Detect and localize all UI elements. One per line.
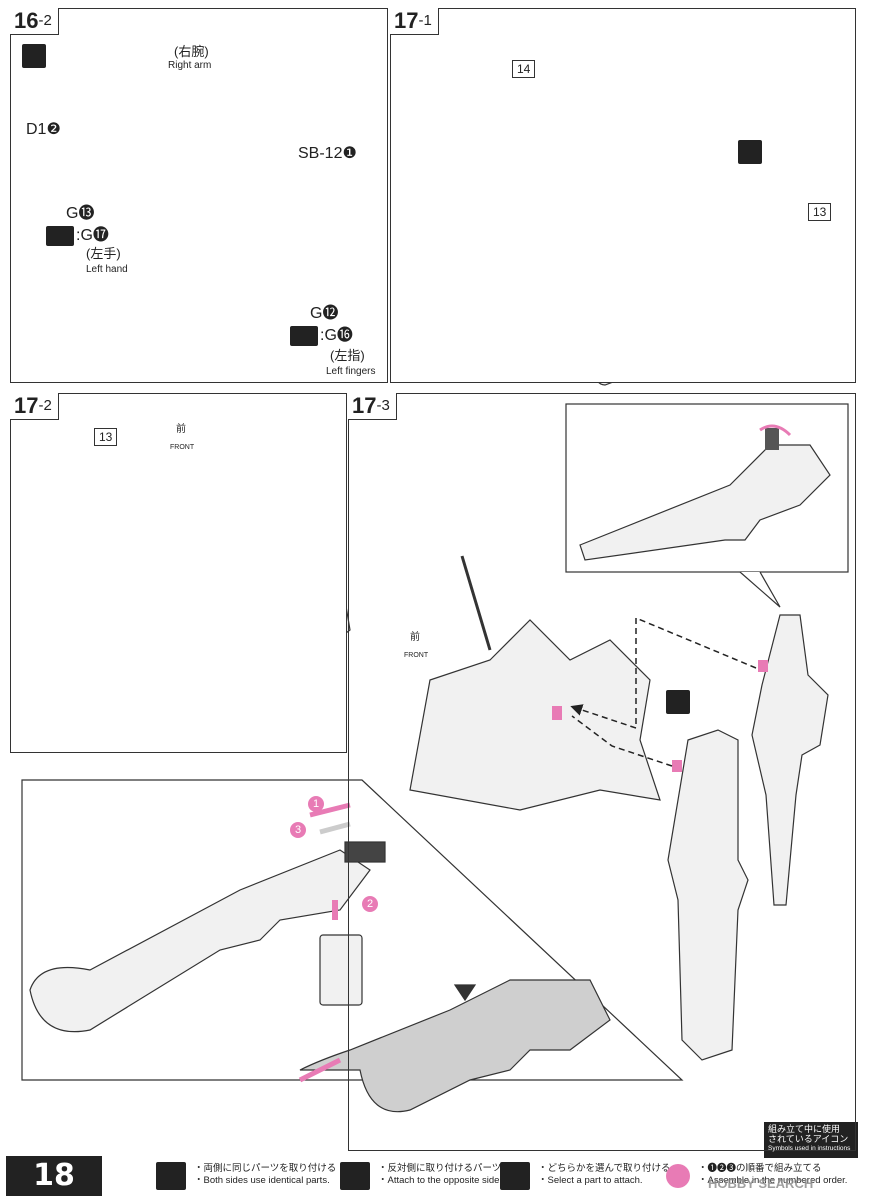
right-arm-jp: (右腕): [174, 44, 209, 59]
opposite-side-icon-legend: [340, 1162, 370, 1190]
panel-17-3: 17-3: [348, 393, 856, 1151]
step-label-17-3: 17-3: [348, 393, 397, 420]
step-sub: -2: [38, 12, 52, 29]
left-fingers-jp: (左指): [330, 348, 365, 363]
legend-text: ・反対側に取り付けるパーツ ・Attach to the opposite si…: [378, 1163, 502, 1187]
part-13-label: 13: [808, 203, 832, 221]
inset-bazooka: [29, 849, 371, 1033]
front-jp: 前: [176, 424, 186, 435]
bottom-inset-art: [21, 779, 684, 1113]
numbered-order-icon: [666, 1164, 690, 1188]
legend-en: ・Both sides use identical parts.: [194, 1175, 330, 1186]
g13-label: G⓭: [66, 205, 95, 222]
front-jp-2: 前: [410, 632, 420, 643]
right-arm-en: Right arm: [168, 60, 212, 71]
step-sub: -2: [38, 397, 52, 414]
opposite-side-icon: [46, 226, 74, 246]
front-en: FRONT: [170, 444, 195, 451]
left-hand-jp: (左手): [86, 246, 121, 261]
panel-16-2: 16-2: [10, 8, 388, 383]
bazooka-vertical-3: [667, 729, 749, 1061]
legend-jp: ・反対側に取り付けるパーツ: [378, 1163, 502, 1174]
step-badge-1: 1: [308, 796, 324, 812]
panel-17-3-art: [409, 403, 849, 1061]
legend-en: ・Select a part to attach.: [538, 1175, 643, 1186]
step-label-16-2: 16-2: [10, 8, 59, 35]
step-number: 17: [394, 8, 419, 33]
g12-label: G⓬: [310, 305, 339, 322]
panel-17-2: 17-2: [10, 393, 347, 753]
page-number: 18: [6, 1156, 102, 1196]
legend-en: ・Assemble in the numbered order.: [698, 1175, 848, 1186]
icons-box-title-en: Symbols used in instructions: [768, 1145, 851, 1152]
opposite-side-icon-2: [290, 326, 318, 346]
icons-box-title-2: されているアイコン: [768, 1134, 849, 1144]
inset-block: [319, 934, 363, 1006]
step-number: 16: [14, 8, 39, 33]
step-sub: -1: [418, 12, 432, 29]
step-label-17-1: 17-1: [390, 8, 439, 35]
select-part-icon-2: [666, 690, 690, 714]
d1-label: D1❷: [26, 121, 61, 138]
select-part-icon-legend: [500, 1162, 530, 1190]
bazooka-vertical-2: [751, 614, 829, 906]
select-part-icon: [738, 140, 762, 164]
legend-text: ・どちらかを選んで取り付ける ・Select a part to attach.: [538, 1163, 671, 1187]
panel-17-3-guides: [570, 616, 757, 767]
legend-text: ・両側に同じパーツを取り付ける ・Both sides use identica…: [194, 1163, 336, 1187]
icons-box-title-1: 組み立て中に使用: [768, 1124, 841, 1134]
g17-label: :G⓱: [76, 227, 109, 244]
front-en-2: FRONT: [404, 652, 429, 659]
step-sub: -3: [376, 397, 390, 414]
step-label-17-2: 17-2: [10, 393, 59, 420]
step-badge-2: 2: [362, 896, 378, 912]
icons-box: [764, 1122, 858, 1158]
sb12-label: SB-12❶: [298, 145, 357, 162]
both-sides-icon: [22, 44, 46, 68]
part-13-label-2: 13: [94, 428, 118, 446]
step-number: 17: [352, 393, 377, 418]
legend-text: ・❶❷❸の順番で組み立てる ・Assemble in the numbered …: [698, 1163, 847, 1187]
step-number: 17: [14, 393, 39, 418]
left-fingers-en: Left fingers: [326, 366, 376, 377]
legend-jp: ・両側に同じパーツを取り付ける: [194, 1163, 337, 1174]
watermark: HOBBY SEARCH: [708, 1176, 814, 1191]
torso-figure-2: [409, 619, 661, 811]
left-hand-en: Left hand: [86, 264, 128, 275]
legend-jp: ・どちらかを選んで取り付ける: [538, 1163, 671, 1174]
legend-en: ・Attach to the opposite side.: [378, 1175, 503, 1186]
legend-jp: ・❶❷❸の順番で組み立てる: [698, 1163, 822, 1174]
part-14-label: 14: [512, 60, 536, 78]
panel-17-1: 17-1: [390, 8, 856, 383]
both-sides-icon-legend: [156, 1162, 186, 1190]
step-badge-3: 3: [290, 822, 306, 838]
g16-label: :G⓰: [320, 327, 353, 344]
